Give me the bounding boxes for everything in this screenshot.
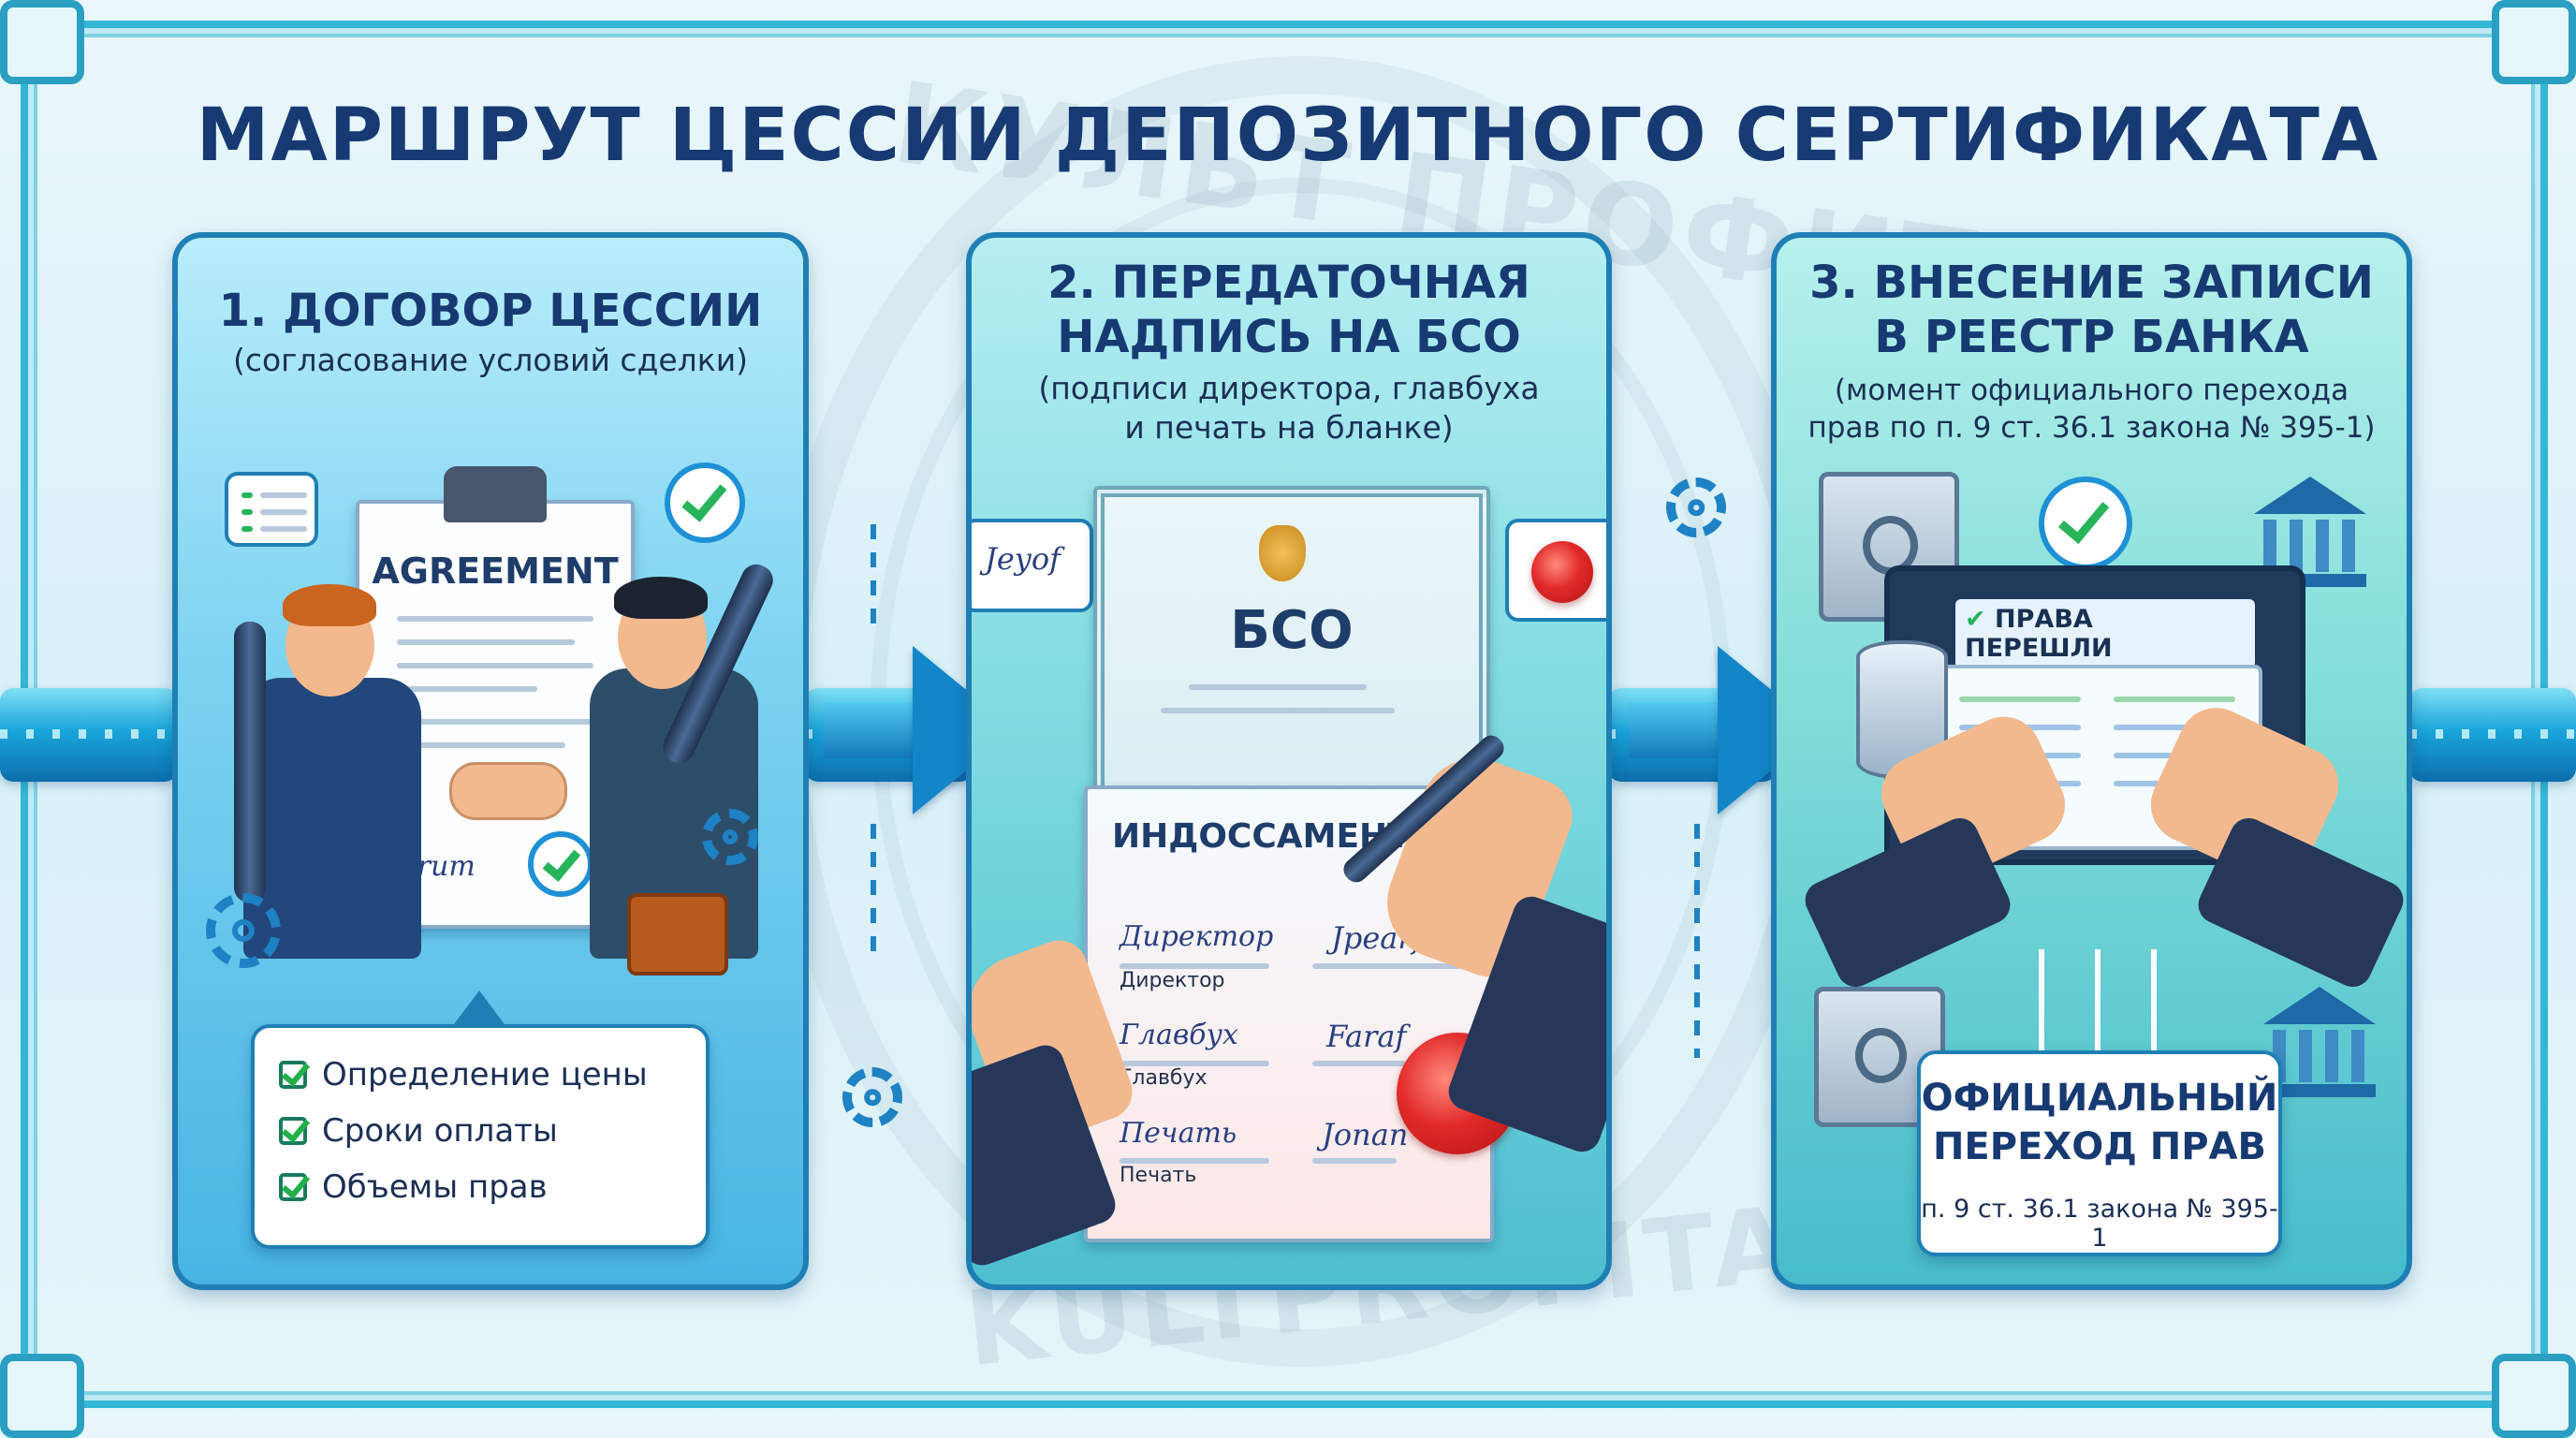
checkbox-icon — [279, 1173, 307, 1201]
exchange-arrows-icon — [2001, 949, 2188, 1137]
frame-corner-bottom-left — [0, 1354, 84, 1438]
gear-icon — [206, 893, 281, 968]
result-reference: п. 9 ст. 36.1 закона № 395-1 — [1921, 1195, 2278, 1253]
seal-script: Печать — [1120, 1117, 1237, 1150]
arrow-2-shaft — [1629, 702, 1722, 758]
step-1-subtitle: (согласование условий сделки) — [232, 342, 749, 378]
bso-label: БСО — [1230, 600, 1354, 661]
step-2-subtitle-line2: и печать на бланке) — [1124, 409, 1454, 446]
connector-dashes-3 — [1694, 824, 1700, 1058]
rights-transferred-label: ✔ ПРАВА ПЕРЕШЛИ — [1955, 599, 2255, 668]
checklist-item-rights: Объемы прав — [279, 1168, 548, 1206]
step-2-subtitle-line1: (подписи директора, главбуха — [1038, 370, 1540, 406]
coat-of-arms-icon — [1259, 525, 1306, 581]
connector-gear-icon-2 — [842, 1067, 902, 1127]
connector-dashes-1 — [871, 524, 876, 637]
briefcase-icon — [627, 893, 728, 976]
seal-signature: Jonan — [1322, 1117, 1409, 1152]
agreement-stamp-icon — [528, 831, 593, 897]
accountant-label: Главбух — [1120, 1066, 1208, 1090]
bank-small-icon — [2263, 987, 2376, 1097]
frame-corner-bottom-right — [2492, 1354, 2576, 1438]
handshake-icon — [449, 762, 567, 820]
seal-label: Печать — [1120, 1164, 1197, 1187]
gear-small-icon — [702, 809, 758, 865]
step-3-heading-line1: 3. ВНЕСЕНИЕ ЗАПИСИ — [1809, 257, 2374, 309]
signature-bubble-icon: Jeyof — [972, 519, 1093, 612]
accountant-script: Главбух — [1120, 1019, 1238, 1051]
connector-dashes-2 — [871, 824, 876, 964]
page-title: МАРШРУТ ЦЕССИИ ДЕПОЗИТНОГО СЕРТИФИКАТА — [196, 94, 2380, 178]
agreement-title: AGREEMENT — [372, 550, 619, 592]
step-2-panel: 2. ПЕРЕДАТОЧНАЯ НАДПИСЬ НА БСО (подписи … — [966, 232, 1612, 1290]
step-2-heading-line1: 2. ПЕРЕДАТОЧНАЯ — [1047, 257, 1530, 309]
check-circle-icon — [2039, 477, 2132, 570]
pen-left-icon — [234, 622, 266, 902]
step-3-panel: 3. ВНЕСЕНИЕ ЗАПИСИ В РЕЕСТР БАНКА (момен… — [1771, 232, 2412, 1290]
arrow-1-shaft — [824, 702, 917, 758]
clipboard-clip-icon — [444, 466, 547, 522]
checkbox-icon — [279, 1117, 307, 1145]
official-transfer-card: ОФИЦИАЛЬНЫЙ ПЕРЕХОД ПРАВ п. 9 ст. 36.1 з… — [1917, 1050, 2282, 1256]
step-3-heading-line2: В РЕЕСТР БАНКА — [1874, 311, 2309, 363]
chat-bubble-icon — [225, 472, 318, 547]
checklist-item-price: Определение цены — [279, 1056, 648, 1093]
step-3-subtitle-line1: (момент официального перехода — [1834, 374, 2349, 407]
result-line1: ОФИЦИАЛЬНЫЙ — [1921, 1077, 2278, 1120]
director-script: Директор — [1120, 920, 1274, 953]
pipe-left — [0, 688, 178, 782]
step-1-checklist: Определение цены Сроки оплаты Объемы пра… — [251, 990, 710, 1249]
frame-corner-top-right — [2492, 0, 2576, 84]
frame-corner-top-left — [0, 0, 84, 84]
accountant-signature: Faraf — [1326, 1019, 1407, 1054]
connector-gear-icon-1 — [1666, 477, 1726, 537]
pipe-right — [2409, 688, 2576, 782]
director-label: Директор — [1120, 969, 1225, 992]
step-3-subtitle-line2: прав по п. 9 ст. 36.1 закона № 395-1) — [1808, 411, 2376, 445]
step-1-heading: 1. ДОГОВОР ЦЕССИИ — [218, 285, 763, 337]
checklist-pointer — [451, 990, 507, 1028]
step-1-panel: 1. ДОГОВОР ЦЕССИИ (согласование условий … — [172, 232, 809, 1290]
step-2-heading-line2: НАДПИСЬ НА БСО — [1057, 311, 1521, 363]
checklist-item-terms: Сроки оплаты — [279, 1112, 558, 1150]
checkbox-icon — [279, 1061, 307, 1089]
result-line2: ПЕРЕХОД ПРАВ — [1932, 1125, 2267, 1168]
seal-bubble-icon — [1505, 519, 1606, 622]
check-circle-icon — [665, 462, 745, 543]
